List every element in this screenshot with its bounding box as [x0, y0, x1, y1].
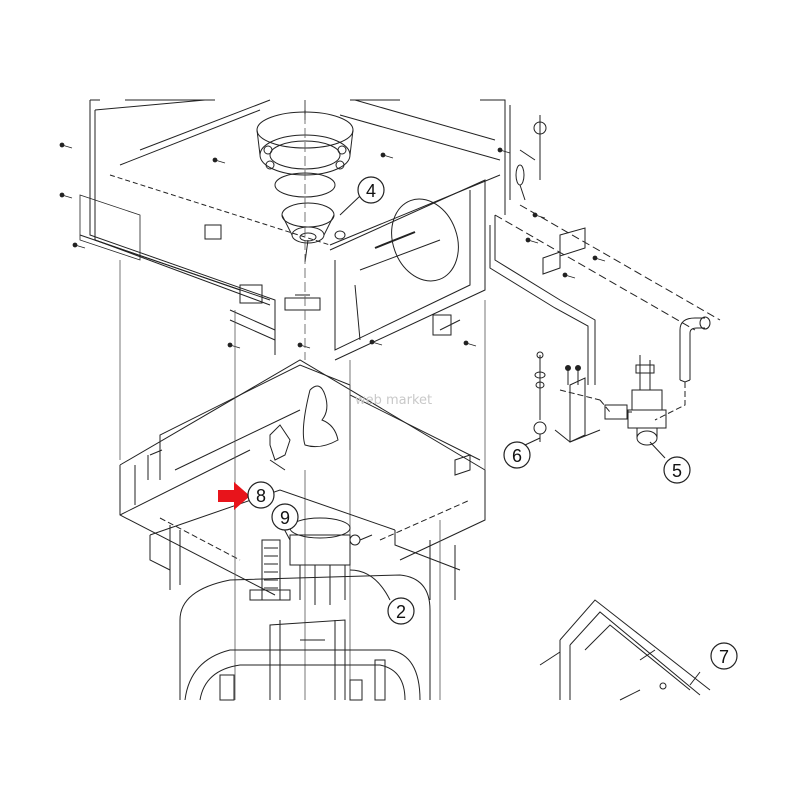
callout-8[interactable]: 8 — [247, 481, 275, 509]
callout-5[interactable]: 5 — [663, 456, 691, 484]
callout-label-9: 9 — [280, 508, 290, 528]
burner-section — [149, 489, 461, 701]
callout-7[interactable]: 7 — [710, 642, 738, 670]
construction-lines — [119, 100, 486, 700]
callout-6[interactable]: 6 — [503, 441, 531, 469]
red-arrow-icon — [218, 482, 250, 510]
highlight-arrow — [218, 482, 250, 510]
callout-label-8: 8 — [256, 486, 266, 506]
callout-label-2: 2 — [396, 602, 406, 622]
callout-9[interactable]: 9 — [271, 503, 299, 531]
callout-label-6: 6 — [512, 446, 522, 466]
base-frame — [539, 599, 711, 701]
callout-label-5: 5 — [672, 461, 682, 481]
watermark-text: web market — [355, 393, 432, 408]
callout-4[interactable]: 4 — [357, 176, 385, 204]
callout-2[interactable]: 2 — [387, 597, 415, 625]
middle-cabinet — [119, 359, 486, 596]
gas-line-assembly — [489, 105, 721, 446]
callout-label-7: 7 — [719, 647, 729, 667]
callout-label-4: 4 — [366, 181, 376, 201]
upper-cabinet — [79, 99, 506, 361]
